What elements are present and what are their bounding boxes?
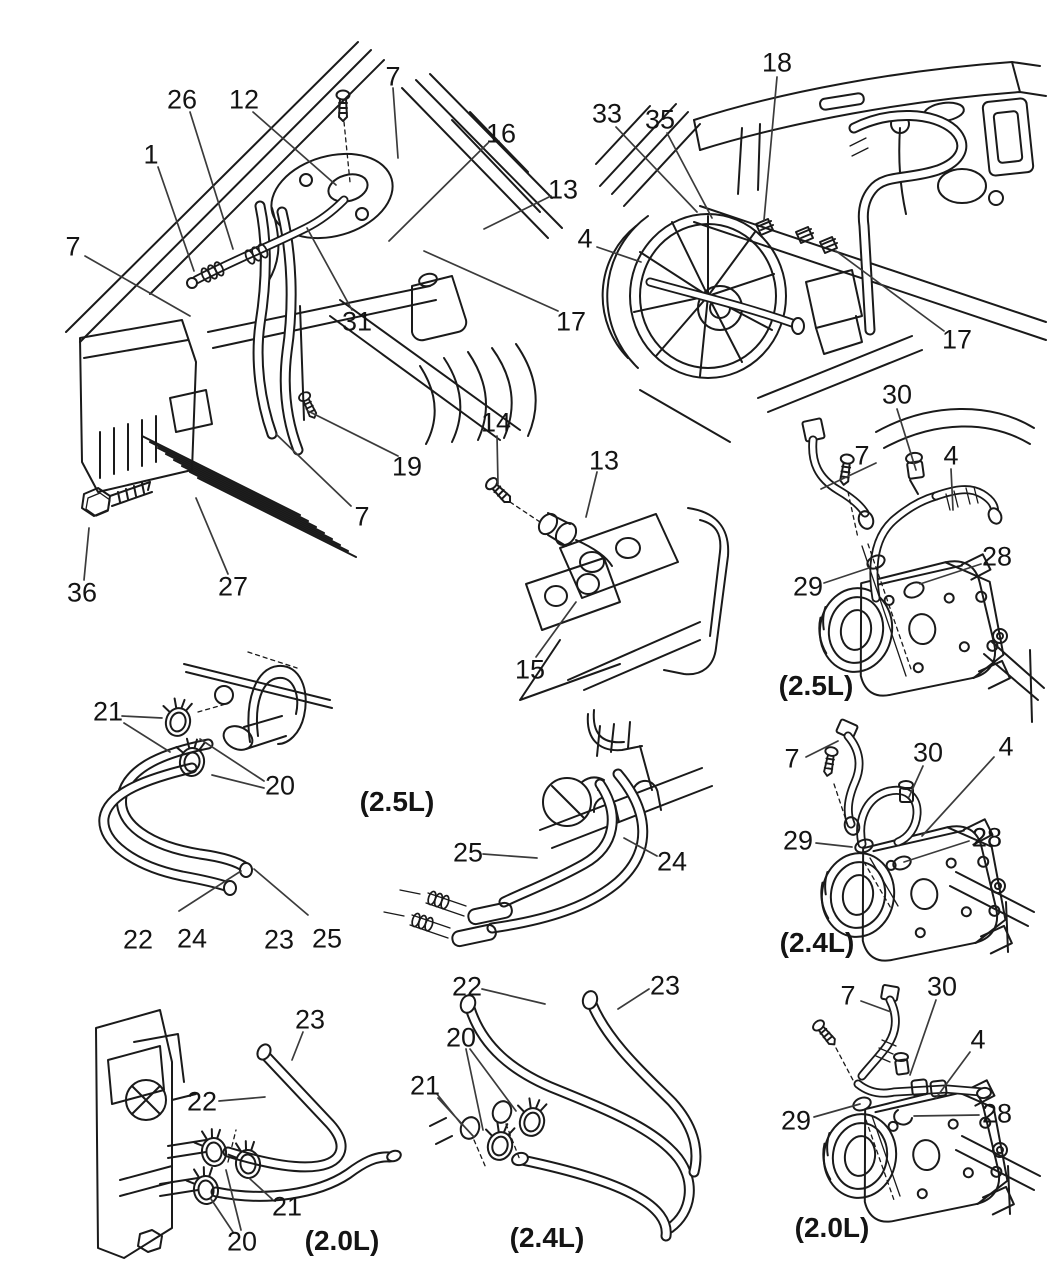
callout-compressor-2-4l-0: 7	[784, 743, 800, 774]
callout-compressor-2-4l-2: 4	[998, 731, 1014, 762]
callout-firewall-fittings-0: 14	[480, 407, 512, 438]
callout-compressor-2-0l-0: 7	[840, 980, 856, 1011]
engine-variant-label-heater-hoses-2-0l-4: (2.0L)	[304, 1225, 380, 1256]
callout-compressor-2-5l-3: 29	[792, 571, 824, 602]
callout-firewall-fittings-1: 13	[588, 445, 620, 476]
callout-engine-bay-right-4: 17	[941, 324, 973, 355]
leader-lines	[83, 76, 995, 1233]
callout-engine-bay-left-3: 16	[485, 118, 517, 149]
callout-engine-bay-left-10: 7	[354, 501, 370, 532]
callout-engine-bay-right-3: 4	[577, 223, 593, 254]
callout-heater-hoses-2-0l-2: 21	[271, 1191, 303, 1222]
callout-heater-hoses-left-4: 23	[263, 924, 295, 955]
callout-engine-bay-left-8: 17	[555, 306, 587, 337]
callout-compressor-2-5l-0: 30	[881, 379, 913, 410]
callout-heater-tubes-2-5l-1: 25	[452, 837, 484, 868]
compressor-2-5l-fittings	[836, 451, 1003, 677]
callout-engine-bay-left-11: 27	[217, 571, 249, 602]
callout-compressor-2-0l-1: 30	[926, 971, 958, 1002]
callout-engine-bay-left-12: 36	[66, 577, 98, 608]
heater-tubes-2-5l-fittings	[383, 889, 513, 948]
callout-engine-bay-right-0: 18	[761, 47, 793, 78]
engine-variant-label-compressor-2-4l-5: (2.4L)	[779, 927, 855, 958]
callout-heater-hoses-2-4l-3: 21	[409, 1070, 441, 1101]
callout-engine-bay-left-1: 26	[166, 84, 198, 115]
callout-engine-bay-left-0: 7	[385, 61, 401, 92]
callout-engine-bay-left-7: 31	[341, 306, 373, 337]
callout-heater-hoses-left-1: 20	[264, 770, 296, 801]
callout-heater-hoses-left-0: 21	[92, 696, 124, 727]
callout-heater-hoses-2-0l-3: 20	[226, 1226, 258, 1257]
engine-bay-left-hardware	[81, 89, 351, 517]
callout-compressor-2-4l-3: 29	[782, 825, 814, 856]
heater-hoses-2-0l-hardware	[183, 1043, 402, 1208]
callout-compressor-2-5l-4: 28	[981, 541, 1013, 572]
callout-engine-bay-right-1: 33	[591, 98, 623, 129]
callout-heater-hoses-2-4l-0: 22	[451, 971, 483, 1002]
callout-heater-hoses-2-4l-1: 23	[649, 970, 681, 1001]
callout-engine-bay-left-4: 1	[143, 139, 159, 170]
callout-compressor-2-0l-4: 28	[981, 1098, 1013, 1129]
callout-compressor-2-0l-2: 4	[970, 1024, 986, 1055]
heater-hoses-left-art	[183, 651, 333, 751]
callout-compressor-2-5l-2: 4	[943, 440, 959, 471]
callout-engine-bay-left-9: 19	[391, 451, 423, 482]
callout-compressor-2-5l-1: 7	[854, 440, 870, 471]
callout-heater-hoses-2-0l-1: 22	[186, 1086, 218, 1117]
callout-engine-bay-right-2: 35	[644, 104, 676, 135]
callout-heater-hoses-left-2: 22	[122, 924, 154, 955]
compressor-2-5l-hardware	[801, 417, 1045, 723]
compressor-2-0l-fittings	[810, 1017, 992, 1201]
callout-heater-hoses-2-4l-2: 20	[445, 1022, 477, 1053]
engine-variant-label-heater-tubes-2-5l-0: (2.5L)	[359, 786, 435, 817]
heater-hoses-2-0l-art	[95, 1009, 237, 1259]
callout-heater-tubes-2-5l-2: 24	[656, 846, 688, 877]
engine-bay-left-art	[65, 41, 563, 558]
callout-firewall-fittings-2: 15	[514, 654, 546, 685]
engine-variant-label-compressor-2-0l-5: (2.0L)	[794, 1212, 870, 1243]
callout-engine-bay-left-6: 7	[65, 231, 81, 262]
engine-variant-label-heater-hoses-2-4l-4: (2.4L)	[509, 1222, 585, 1253]
heater-tubes-2-5l-art	[539, 709, 713, 849]
firewall-fittings-art	[482, 474, 730, 701]
callout-heater-hoses-left-5: 25	[311, 923, 343, 954]
compressor-2-4l-fittings	[820, 745, 914, 911]
engine-bay-right-hardware	[755, 137, 869, 335]
callout-heater-hoses-2-0l-0: 23	[294, 1004, 326, 1035]
callout-engine-bay-left-5: 13	[547, 174, 579, 205]
callout-engine-bay-left-2: 12	[228, 84, 260, 115]
engine-variant-label-compressor-2-5l-5: (2.5L)	[778, 670, 854, 701]
callout-compressor-2-4l-4: 28	[971, 822, 1003, 853]
heater-hoses-2-4l-hardware	[429, 990, 599, 1169]
callout-heater-hoses-left-3: 24	[176, 923, 208, 954]
callout-compressor-2-4l-1: 30	[912, 737, 944, 768]
heater-hoses-left-hardware	[156, 694, 253, 896]
callout-compressor-2-0l-3: 29	[780, 1105, 812, 1136]
